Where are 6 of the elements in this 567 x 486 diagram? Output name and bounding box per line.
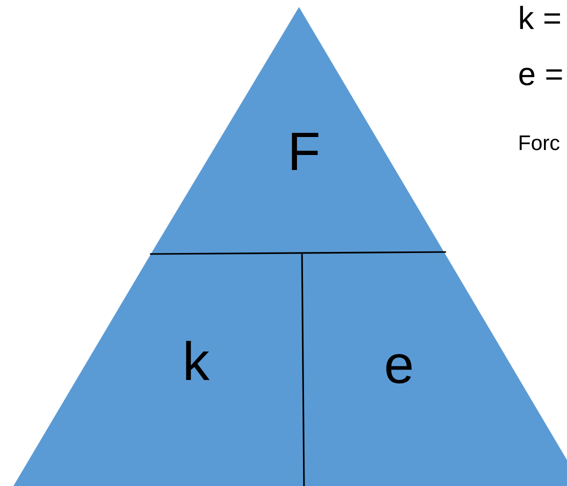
formula-text: Forc <box>518 133 560 154</box>
variable-symbol: e <box>384 338 414 392</box>
formula-text: k = <box>518 2 562 34</box>
variable-symbol: k <box>182 335 210 389</box>
formula-text: e = <box>518 58 564 90</box>
variable-symbol: F <box>288 125 320 179</box>
